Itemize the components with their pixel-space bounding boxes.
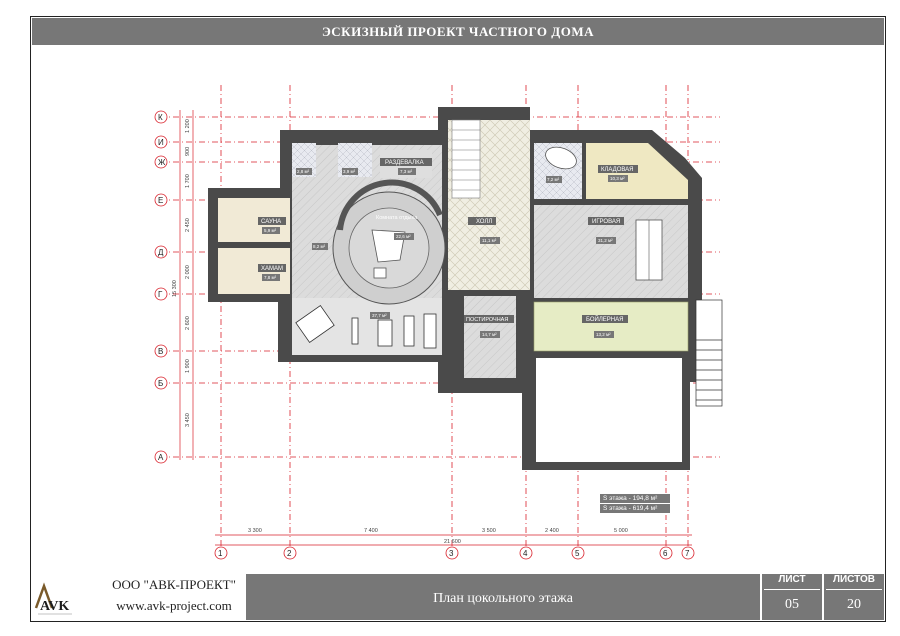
lounge-area: 22,6 м² (396, 234, 411, 239)
axis-letter-8: Б (158, 379, 163, 388)
dim-v-4: 2 450 (185, 218, 191, 232)
sheets-label: ЛИСТОВ (832, 574, 876, 585)
wc2-area: 3,9 м² (343, 169, 356, 174)
building (208, 107, 723, 470)
storage-label: КЛАДОВАЯ (601, 167, 634, 173)
lounge-label: Комната отдыха (376, 215, 418, 221)
storage-area: 10,3 м² (610, 176, 625, 181)
boiler-area: 13,2 м² (596, 332, 611, 337)
company-name: ООО "АВК-ПРОЕКТ" (112, 577, 236, 592)
sheets-total-box: ЛИСТОВ 20 (824, 574, 884, 620)
playroom-label: ИГРОВАЯ (592, 219, 620, 225)
area-note: S этажа - 194,8 м² S этажа - 619,4 м² (600, 493, 670, 515)
company-logo: AVK (32, 576, 76, 620)
sheet-number-box: ЛИСТ 05 (762, 574, 822, 620)
axis-letter-6: Г (158, 290, 163, 299)
axis-bubbles: К И Ж Е Д Г В Б А 1 2 3 4 5 6 7 (154, 110, 695, 560)
dim-v-6: 2 600 (185, 316, 191, 330)
dim-v-1: 1 200 (185, 119, 191, 133)
axis-number-3: 3 (449, 549, 454, 558)
sheets-total: 20 (826, 589, 882, 619)
axis-letter-2: И (158, 138, 164, 147)
logo-text: AVK (40, 599, 69, 614)
axis-letter-3: Ж (158, 158, 166, 167)
dim-v-2: 900 (185, 147, 191, 156)
page-title: ЭСКИЗНЫЙ ПРОЕКТ ЧАСТНОГО ДОМА (321, 24, 595, 39)
hall-area: 11,1 м² (482, 238, 497, 243)
dim-h-total: 21 600 (444, 539, 461, 545)
dim-h-2: 7 400 (364, 528, 378, 534)
company-website[interactable]: www.avk-project.com (116, 598, 232, 613)
dim-v-7: 1 900 (185, 359, 191, 373)
dim-h-1: 3 300 (248, 528, 262, 534)
laundry-area: 14,7 м² (482, 332, 497, 337)
gym-area: 37,7 м² (372, 313, 387, 318)
dim-v-8: 3 450 (185, 413, 191, 427)
sheet-name: План цокольного этажа (246, 574, 760, 620)
dim-v-total: 15 300 (172, 280, 178, 297)
sheet-number: 05 (764, 589, 820, 619)
laundry-label: ПОСТИРОЧНАЯ (466, 317, 508, 323)
dim-v-5: 2 000 (185, 265, 191, 279)
dim-h-5: 5 000 (614, 528, 628, 534)
axis-number-6: 6 (663, 549, 668, 558)
wc1-area: 2,8 м² (297, 169, 310, 174)
wc3-area: 7,2 м² (547, 177, 560, 182)
room-labels: САУНА 5,9 м² ХАМАМ 7,8 м² РАЗДЕВАЛКА 7,3… (258, 158, 638, 338)
boiler-label: БОЙЛЕРНАЯ (586, 315, 623, 323)
sauna-label: САУНА (261, 219, 281, 225)
company-block: ООО "АВК-ПРОЕКТ" www.avk-project.com (76, 575, 276, 621)
hall-label: ХОЛЛ (476, 219, 492, 225)
axis-number-4: 4 (523, 549, 528, 558)
axis-letter-7: В (158, 347, 163, 356)
dimension-labels: 1 200 900 1 700 2 450 2 000 2 600 1 900 … (172, 119, 628, 545)
title-block: AVK ООО "АВК-ПРОЕКТ" www.avk-project.com… (30, 574, 886, 622)
dim-h-4: 2 400 (545, 528, 559, 534)
playroom-area: 31,2 м² (598, 238, 613, 243)
dressing-label: РАЗДЕВАЛКА (385, 160, 424, 166)
title-banner: ЭСКИЗНЫЙ ПРОЕКТ ЧАСТНОГО ДОМА (32, 18, 884, 45)
axis-number-2: 2 (287, 549, 292, 558)
axis-number-1: 1 (218, 549, 223, 558)
axis-letter-1: К (158, 113, 163, 122)
axis-letter-4: Е (158, 196, 163, 205)
dimension-lines (179, 110, 692, 546)
dim-v-3: 1 700 (185, 174, 191, 188)
dim-h-3: 3 500 (482, 528, 496, 534)
axis-letter-5: Д (158, 248, 164, 257)
axis-number-5: 5 (575, 549, 580, 558)
dressing-area: 7,3 м² (400, 169, 413, 174)
floor-area-text: S этажа - 194,8 м² (600, 494, 670, 503)
axis-letter-9: А (158, 453, 164, 462)
sauna-area: 5,9 м² (264, 228, 277, 233)
corridor-area: 8,2 м² (313, 244, 326, 249)
hamam-label: ХАМАМ (261, 266, 283, 272)
sheet-label: ЛИСТ (778, 574, 806, 585)
axis-number-7: 7 (685, 549, 690, 558)
hamam-area: 7,8 м² (264, 275, 277, 280)
total-area-text: S этажа - 619,4 м² (600, 504, 670, 513)
